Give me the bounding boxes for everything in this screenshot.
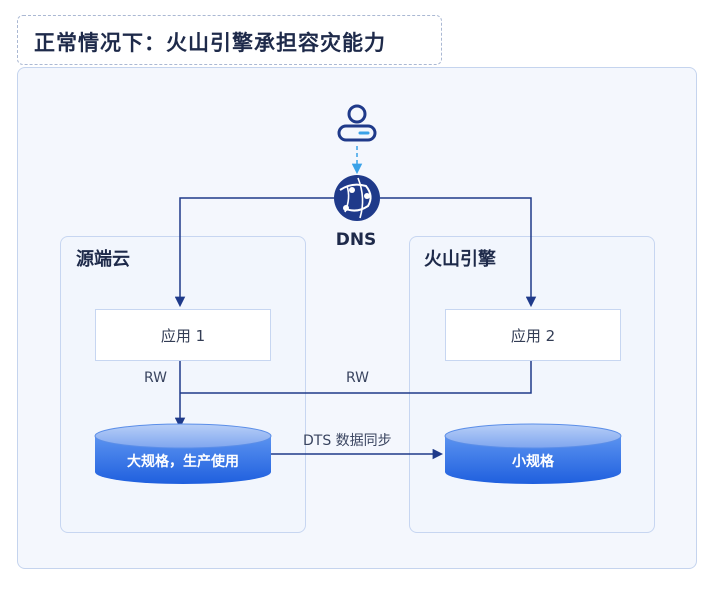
- title-box: 正常情况下：火山引擎承担容灾能力: [17, 15, 442, 65]
- globe-icon: [334, 175, 380, 221]
- app2-to-db-connector: [180, 360, 532, 394]
- dts-sync-label: DTS 数据同步: [303, 433, 392, 449]
- rw-label-right: RW: [346, 370, 370, 386]
- app-2-box: 应用 2: [445, 309, 621, 361]
- user-icon: [337, 104, 377, 142]
- db-right-label: 小规格: [512, 454, 554, 470]
- dns-to-app2-connector: [380, 197, 537, 308]
- region-source-cloud-title: 源端云: [76, 249, 130, 270]
- app-1-label: 应用 1: [160, 326, 206, 345]
- database-icon-left: [94, 423, 272, 484]
- rw-label-left: RW: [144, 370, 168, 386]
- app-1-box: 应用 1: [95, 309, 271, 361]
- dns-to-app1-connector: [174, 197, 334, 308]
- database-icon-right: [444, 423, 622, 484]
- page-title: 正常情况下：火山引擎承担容灾能力: [34, 31, 386, 55]
- dns-label: DNS: [335, 230, 377, 250]
- region-volcengine-title: 火山引擎: [424, 249, 496, 270]
- db-left-label: 大规格，生产使用: [127, 454, 239, 470]
- app-2-label: 应用 2: [510, 326, 556, 345]
